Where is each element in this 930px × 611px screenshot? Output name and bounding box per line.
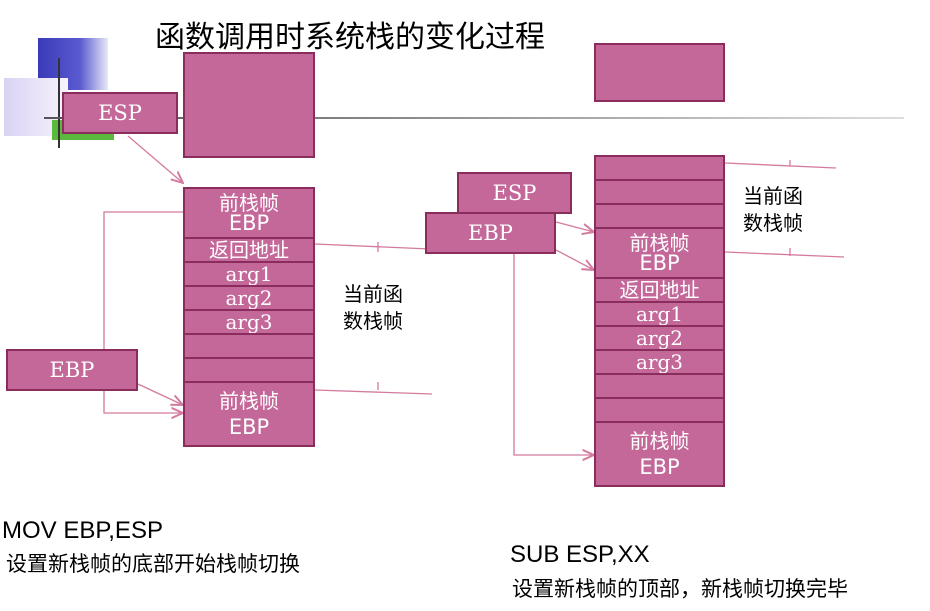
- left-stack-cell-arg1: arg1: [183, 261, 315, 287]
- right-stack-cell-prev-frame-bottom: 前栈帧 EBP: [594, 421, 725, 487]
- left-description: 设置新栈帧的底部开始栈帧切换: [6, 552, 300, 576]
- right-esp-arrow: [555, 221, 594, 232]
- right-stack-cell-arg3: arg3: [594, 349, 725, 375]
- right-description: 设置新栈帧的顶部，新栈帧切换完毕: [512, 577, 848, 601]
- left-ebp-register: EBP: [6, 349, 138, 391]
- right-top-stack-block: [594, 43, 725, 102]
- left-stack-cell-empty-2: [183, 357, 315, 383]
- left-ebp-route-arrow: [103, 211, 183, 413]
- right-instruction: SUB ESP,XX: [510, 541, 650, 568]
- right-stack-cell-empty-2: [594, 179, 725, 205]
- right-stack-cell-return-address: 返回地址: [594, 277, 725, 303]
- left-stack-cell-prev-frame: 前栈帧 EBP: [183, 187, 315, 239]
- right-ebp-arrow: [555, 249, 594, 270]
- left-esp-arrow: [127, 135, 183, 183]
- left-esp-register: ESP: [62, 92, 178, 134]
- left-stack-cell-empty-1: [183, 333, 315, 359]
- right-frame-bottom-line: [724, 251, 845, 258]
- right-ebp-register: EBP: [425, 212, 556, 254]
- decor-vertical-line: [58, 58, 60, 148]
- left-stack-cell-arg2: arg2: [183, 285, 315, 311]
- left-stack-cell-prev-frame-bottom: 前栈帧 EBP: [183, 381, 315, 447]
- left-current-frame-label: 当前函 数栈帧: [343, 282, 403, 333]
- right-stack-cell-empty-4: [594, 373, 725, 399]
- right-stack-cell-empty-5: [594, 397, 725, 423]
- right-stack-cell-arg1: arg1: [594, 301, 725, 327]
- left-ebp-arrow: [137, 383, 183, 405]
- left-stack-cell-arg3: arg3: [183, 309, 315, 335]
- page-title: 函数调用时系统栈的变化过程: [155, 20, 545, 55]
- left-frame-top-line: [314, 243, 431, 250]
- right-stack-cell-prev-frame: 前栈帧 EBP: [594, 227, 725, 279]
- left-stack-cell-return-address: 返回地址: [183, 237, 315, 263]
- right-stack-cell-empty-1: [594, 155, 725, 181]
- left-instruction: MOV EBP,ESP: [2, 517, 163, 544]
- right-frame-top-line: [724, 162, 837, 169]
- left-top-stack-block: [183, 52, 315, 158]
- decor-horizontal-line: [44, 117, 904, 119]
- right-esp-register: ESP: [457, 172, 572, 214]
- right-stack-cell-arg2: arg2: [594, 325, 725, 351]
- right-stack-cell-empty-3: [594, 203, 725, 229]
- left-frame-bottom-line: [314, 389, 433, 395]
- right-current-frame-label: 当前函 数栈帧: [743, 184, 803, 235]
- right-ebp-route-arrow: [513, 252, 594, 455]
